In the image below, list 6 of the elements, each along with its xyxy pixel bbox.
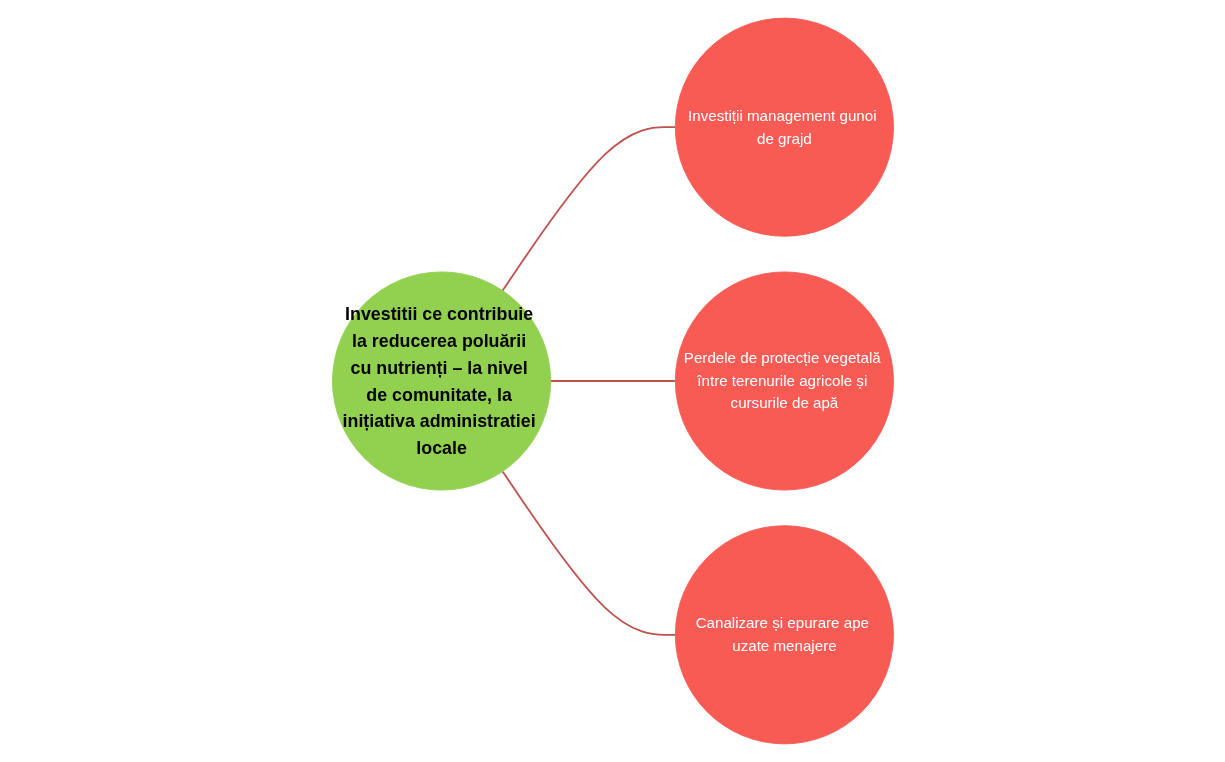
node-circle: Perdele de protecție vegetală între terenurile agricole și cursurile de apă: [674, 271, 894, 491]
node-circle: Canalizare și epurare ape uzate menajere: [674, 525, 894, 745]
node-circle: Investiții management gunoi de grajd: [674, 17, 894, 237]
connector: [501, 470, 676, 636]
connector: [549, 380, 676, 382]
connector: [501, 126, 676, 292]
